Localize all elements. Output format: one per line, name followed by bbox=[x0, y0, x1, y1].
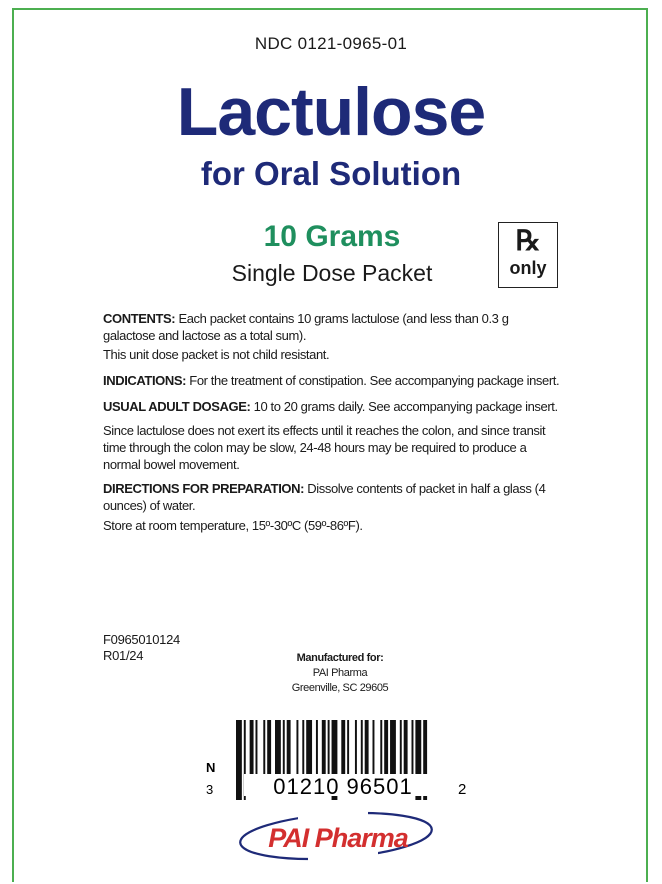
manufacturer-heading: Manufactured for: bbox=[296, 652, 384, 664]
indications-heading: INDICATIONS: bbox=[103, 373, 187, 388]
label-border bbox=[12, 8, 648, 882]
storage-paragraph: Store at room temperature, 15º-30ºC (59º… bbox=[103, 518, 363, 533]
barcode-bar bbox=[315, 720, 318, 780]
manufacturer-location: Greenville, SC 29605 bbox=[291, 682, 389, 694]
logo-text: PAI Pharma bbox=[268, 823, 409, 853]
barcode-bar bbox=[390, 720, 396, 780]
rx-only-text: only bbox=[509, 258, 547, 278]
barcode-bar bbox=[364, 720, 369, 780]
logo-swoosh-gap-bottom bbox=[308, 852, 378, 864]
barcode-bar bbox=[403, 720, 408, 780]
barcode-bar bbox=[296, 720, 299, 780]
barcode-bar bbox=[327, 720, 330, 780]
barcode-bars bbox=[236, 720, 428, 800]
dosage-heading: USUAL ADULT DOSAGE: bbox=[103, 399, 251, 414]
product-code: F0965010124 bbox=[103, 632, 180, 647]
barcode-bar bbox=[415, 720, 422, 800]
barcode-bar bbox=[275, 720, 281, 780]
rx-only-badge: ℞ only bbox=[498, 222, 558, 288]
product-codes: F0965010124 R01/24 bbox=[103, 632, 180, 664]
barcode-bar bbox=[372, 720, 375, 780]
barcode-bar bbox=[341, 720, 346, 780]
barcode-bar bbox=[267, 720, 272, 780]
directions-paragraph: DIRECTIONS FOR PREPARATION: Dissolve con… bbox=[103, 480, 563, 514]
barcode-bar bbox=[321, 720, 326, 780]
contents-text: Each packet contains 10 grams lactulose … bbox=[103, 311, 509, 343]
barcode-bar bbox=[249, 720, 254, 780]
barcode-bar bbox=[282, 720, 285, 780]
barcode-bar bbox=[263, 720, 266, 780]
barcode-bar bbox=[331, 720, 338, 800]
barcode-bar bbox=[384, 720, 389, 780]
packet-type: Single Dose Packet bbox=[231, 260, 433, 286]
manufacturer-name: PAI Pharma bbox=[312, 667, 368, 679]
dosage-text: 10 to 20 grams daily. See accompanying p… bbox=[250, 399, 558, 414]
indications-text: For the treatment of constipation. See a… bbox=[186, 373, 560, 388]
ndc-number: NDC 0121-0965-01 bbox=[254, 34, 408, 53]
product-title: Lactulose bbox=[176, 74, 486, 150]
directions-heading: DIRECTIONS FOR PREPARATION: bbox=[103, 481, 305, 496]
contents-heading: CONTENTS: bbox=[103, 311, 176, 326]
barcode-check-digit: 2 bbox=[458, 781, 466, 798]
upc-barcode: N 3 01210 96501 2 bbox=[206, 720, 466, 800]
barcode-bar bbox=[360, 720, 363, 780]
barcode-bar bbox=[243, 720, 246, 800]
barcode-bar bbox=[411, 720, 414, 780]
manufacturer-block: Manufactured for: PAI Pharma Greenville,… bbox=[250, 650, 430, 696]
barcode-bar bbox=[306, 720, 313, 780]
barcode-bar bbox=[354, 720, 357, 780]
rx-icon: ℞ bbox=[515, 226, 541, 257]
barcode-bar bbox=[236, 720, 242, 800]
barcode-digits: 01210 96501 bbox=[273, 774, 412, 799]
dosage-paragraph: USUAL ADULT DOSAGE: 10 to 20 grams daily… bbox=[103, 398, 563, 415]
barcode-prefix-digit: 3 bbox=[206, 782, 213, 797]
label-body: CONTENTS: Each packet contains 10 grams … bbox=[103, 310, 563, 541]
child-resistant-note: This unit dose packet is not child resis… bbox=[103, 347, 330, 362]
barcode-bar bbox=[399, 720, 402, 780]
contents-paragraph: CONTENTS: Each packet contains 10 grams … bbox=[103, 310, 563, 344]
barcode-bar bbox=[302, 720, 305, 780]
barcode-prefix-letter: N bbox=[206, 760, 215, 775]
product-strength: 10 Grams bbox=[263, 220, 401, 253]
directions-text: Dissolve contents of packet in half a gl… bbox=[103, 481, 546, 513]
barcode-bar bbox=[286, 720, 291, 780]
product-subtitle: for Oral Solution bbox=[200, 155, 462, 192]
barcode-bar bbox=[380, 720, 383, 780]
barcode-bar bbox=[255, 720, 258, 780]
effects-paragraph: Since lactulose does not exert its effec… bbox=[103, 423, 546, 472]
barcode-digit-background bbox=[244, 774, 444, 796]
pai-pharma-logo: PAI Pharma bbox=[239, 810, 433, 864]
revision-code: R01/24 bbox=[103, 648, 144, 663]
logo-swoosh-gap-top bbox=[298, 810, 368, 820]
barcode-bar bbox=[347, 720, 350, 780]
barcode-bar bbox=[423, 720, 428, 800]
indications-paragraph: INDICATIONS: For the treatment of consti… bbox=[103, 372, 563, 389]
